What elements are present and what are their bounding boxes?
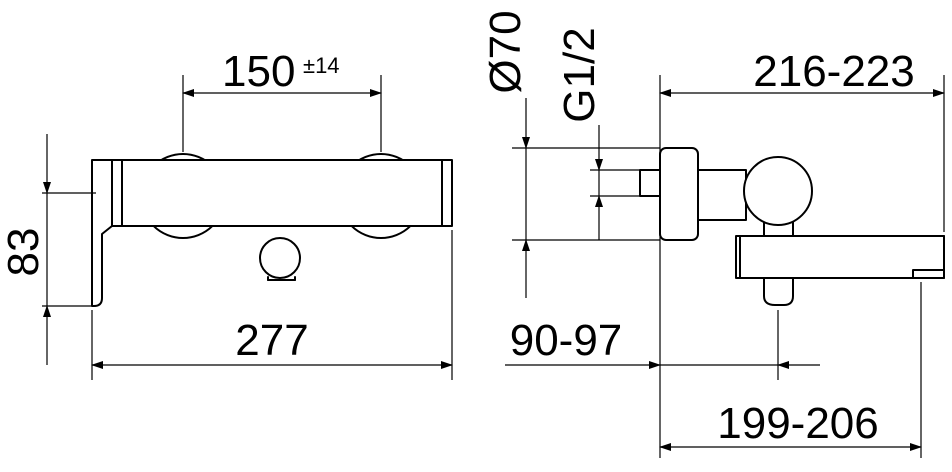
projection-label: 216-223 xyxy=(753,47,914,96)
thread-label: G1/2 xyxy=(555,27,604,122)
front-view: 150 ±14 83 277 xyxy=(0,47,453,380)
spout-depth-dimension: 199-206 xyxy=(659,282,922,458)
diameter-label: Ø70 xyxy=(481,10,530,93)
height-dimension: 83 xyxy=(0,134,96,365)
spacing-tolerance: ±14 xyxy=(303,53,340,78)
wall-offset-dimension: 90-97 xyxy=(505,310,820,380)
diameter-dimension: Ø70 xyxy=(481,10,660,298)
side-view: Ø70 G1/2 216-223 90-97 xyxy=(481,10,945,458)
inlet-connector xyxy=(639,169,661,197)
wall-offset-label: 90-97 xyxy=(510,316,623,365)
lever-handle xyxy=(91,159,113,307)
height-label: 83 xyxy=(0,228,48,277)
mixer-body xyxy=(111,159,453,227)
width-dimension: 277 xyxy=(91,230,453,380)
spacing-label: 150 xyxy=(222,47,295,96)
thread-dimension: G1/2 xyxy=(555,27,640,240)
wall-rosette xyxy=(659,147,699,241)
projection-dimension: 216-223 xyxy=(659,47,945,232)
diverter-knob xyxy=(259,237,301,279)
spout xyxy=(735,235,945,279)
spacing-dimension: 150 ±14 xyxy=(182,47,382,152)
side-knob xyxy=(743,156,813,226)
spout-depth-label: 199-206 xyxy=(717,399,878,448)
width-label: 277 xyxy=(235,316,308,365)
